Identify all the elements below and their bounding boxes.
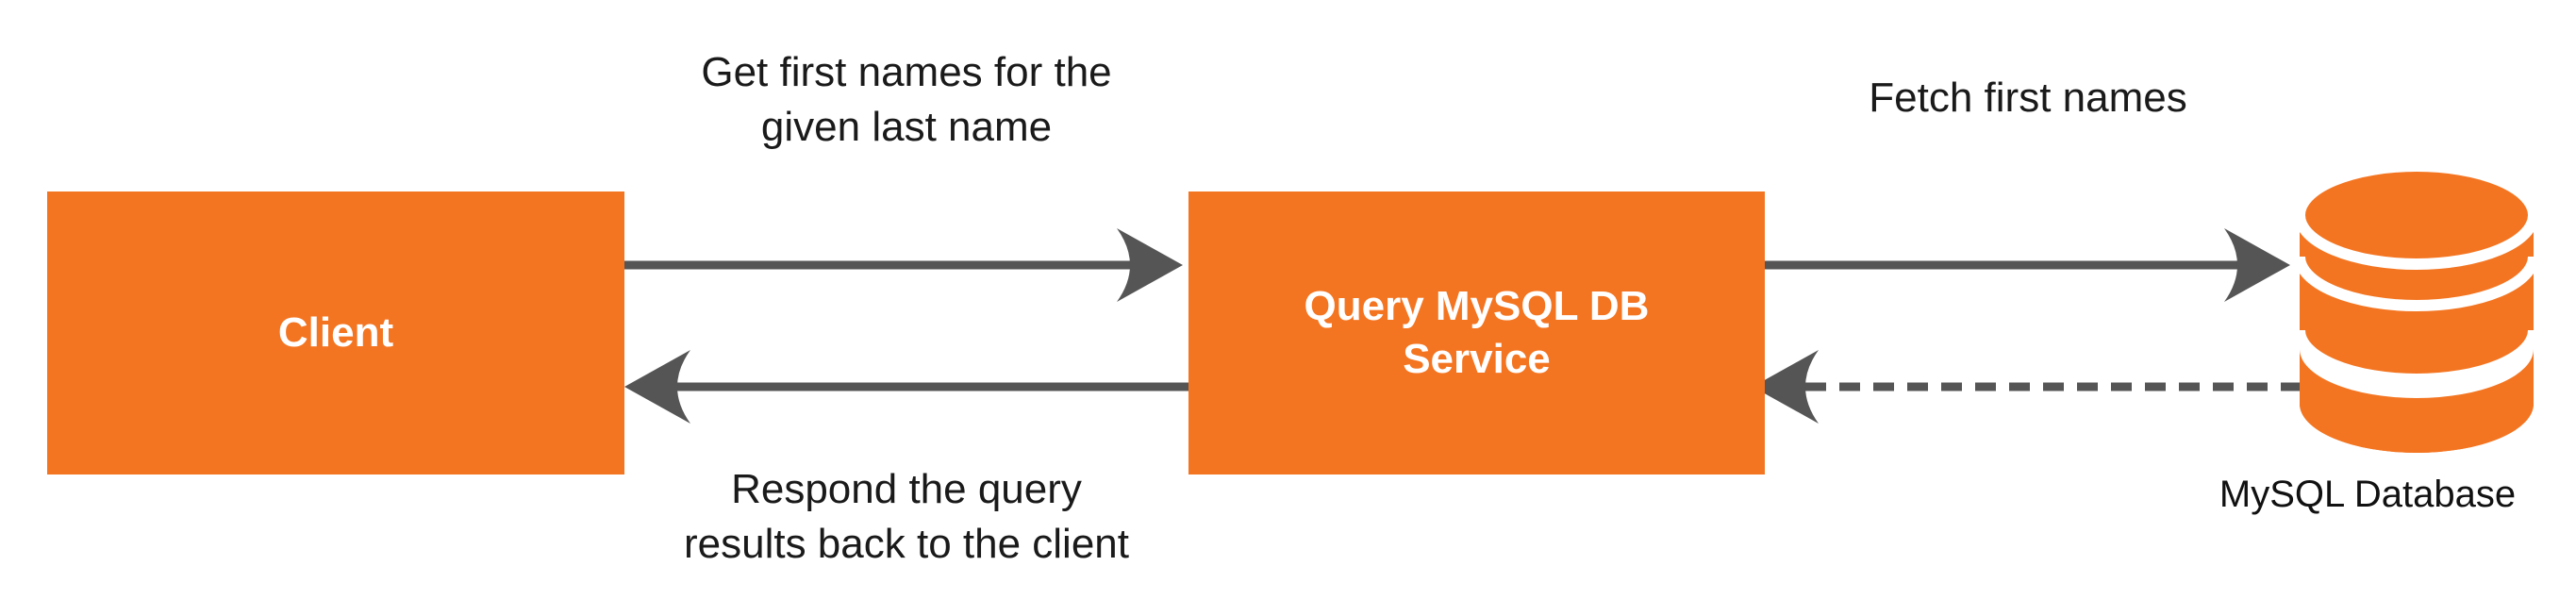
service-label-line2: Service (1403, 336, 1551, 382)
database-label: MySQL Database (2169, 470, 2566, 519)
service-label-line1: Query MySQL DB (1304, 283, 1650, 329)
db-return-arrow (1753, 350, 2302, 424)
response-label: Respond the query results back to the cl… (623, 462, 1189, 572)
fetch-arrow (1765, 228, 2290, 302)
response-arrow (624, 350, 1188, 424)
request-label-line2: given last name (760, 104, 1053, 150)
request-label-line1: Get first names for the (701, 49, 1112, 95)
request-label: Get first names for the given last name (623, 45, 1189, 155)
client-box: Client (47, 191, 624, 474)
request-arrow (624, 228, 1183, 302)
response-label-line1: Respond the query (731, 466, 1082, 512)
response-label-line2: results back to the client (683, 521, 1129, 567)
service-box: Query MySQL DB Service (1188, 191, 1765, 474)
client-label: Client (277, 309, 394, 356)
fetch-label: Fetch first names (1773, 71, 2283, 125)
database-label-text: MySQL Database (2219, 474, 2517, 515)
database-icon (2294, 160, 2539, 453)
fetch-label-text: Fetch first names (1869, 75, 2187, 121)
